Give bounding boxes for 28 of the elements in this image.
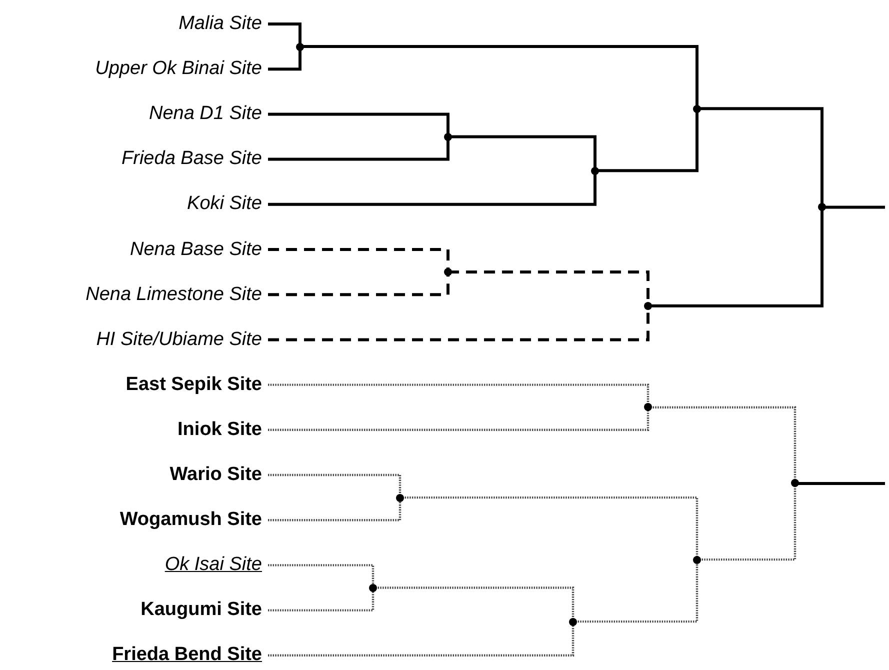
junction-point xyxy=(396,494,404,502)
junction-point xyxy=(444,132,452,141)
site-label: Nena Base Site xyxy=(130,238,262,260)
junction-point xyxy=(644,403,652,412)
junction-point xyxy=(296,42,304,51)
site-label: Ok Isai Site xyxy=(164,554,262,576)
junction-point xyxy=(791,479,799,488)
site-label: Koki Site xyxy=(187,193,262,216)
junction-point xyxy=(369,584,377,592)
site-label: Nena Limestone Site xyxy=(86,284,262,306)
site-label: Kaugumi Site xyxy=(140,599,262,622)
site-label: Upper Ok Binai Site xyxy=(95,58,262,80)
site-label: Wogamush Site xyxy=(120,509,262,532)
site-label: Wario Site xyxy=(170,464,262,486)
junction-point xyxy=(444,268,452,276)
site-label: Malia Site xyxy=(178,13,262,35)
junction-point xyxy=(644,302,652,310)
site-label: HI Site/Ubiame Site xyxy=(96,328,262,351)
site-label: Nena D1 Site xyxy=(148,103,262,126)
junction-point xyxy=(818,203,826,212)
junction-point xyxy=(569,618,577,626)
junction-point xyxy=(591,166,599,175)
site-label: Iniok Site xyxy=(178,418,262,441)
junction-point xyxy=(693,556,701,564)
site-label: East Sepik Site xyxy=(126,374,262,396)
site-label: Frieda Bend Site xyxy=(112,644,262,666)
site-label: Frieda Base Site xyxy=(122,148,262,170)
junction-point xyxy=(693,104,701,113)
